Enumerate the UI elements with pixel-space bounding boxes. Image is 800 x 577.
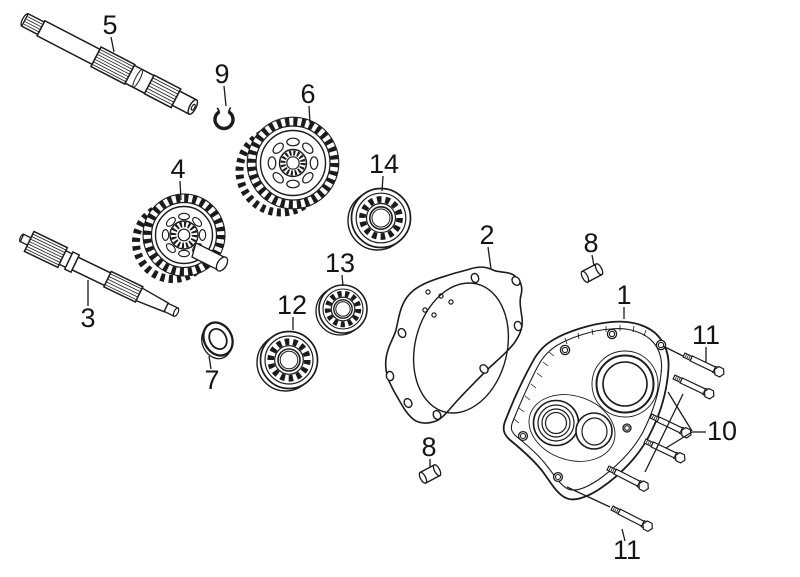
callout-5: 5 bbox=[102, 10, 117, 40]
gear-part-6 bbox=[235, 116, 340, 217]
callout-3: 3 bbox=[80, 303, 95, 333]
dowel-pin-part-8-bottom bbox=[418, 463, 442, 485]
input-shaft-part-5 bbox=[20, 12, 199, 116]
callout-labels: 5 9 6 4 14 2 8 1 3 13 12 7 11 10 8 11 bbox=[80, 10, 737, 565]
callout-2: 2 bbox=[479, 220, 494, 250]
callout-10: 10 bbox=[707, 416, 737, 446]
oil-seal-part-7 bbox=[201, 321, 234, 360]
bolt-group-part-10 bbox=[606, 374, 715, 493]
callout-9: 9 bbox=[214, 59, 229, 89]
ball-bearing-part-12 bbox=[256, 330, 319, 392]
callout-8-top: 8 bbox=[583, 228, 598, 258]
callout-11-bottom: 11 bbox=[613, 535, 641, 565]
callout-12: 12 bbox=[277, 290, 307, 320]
bolt-part-11-top bbox=[682, 352, 725, 378]
callout-4: 4 bbox=[170, 154, 185, 184]
callout-8-bottom: 8 bbox=[421, 432, 436, 462]
leader-lines bbox=[87, 36, 707, 542]
dowel-pin-part-8-top bbox=[580, 262, 604, 284]
callout-14: 14 bbox=[369, 149, 399, 179]
snap-ring-part-9 bbox=[213, 107, 235, 131]
bolt-part-11-bottom bbox=[610, 505, 653, 533]
counter-shaft-part-3 bbox=[18, 230, 180, 318]
gasket-part-2 bbox=[384, 266, 524, 424]
gear-part-4 bbox=[132, 193, 229, 283]
callout-7: 7 bbox=[204, 365, 219, 395]
ball-bearing-part-14 bbox=[347, 187, 412, 251]
callout-1: 1 bbox=[616, 280, 631, 310]
callout-6: 6 bbox=[300, 79, 315, 109]
gearbox-cover-part-1 bbox=[502, 320, 670, 501]
ball-bearing-part-13 bbox=[315, 284, 368, 336]
callout-13: 13 bbox=[325, 248, 355, 278]
callout-11-top: 11 bbox=[692, 320, 720, 350]
